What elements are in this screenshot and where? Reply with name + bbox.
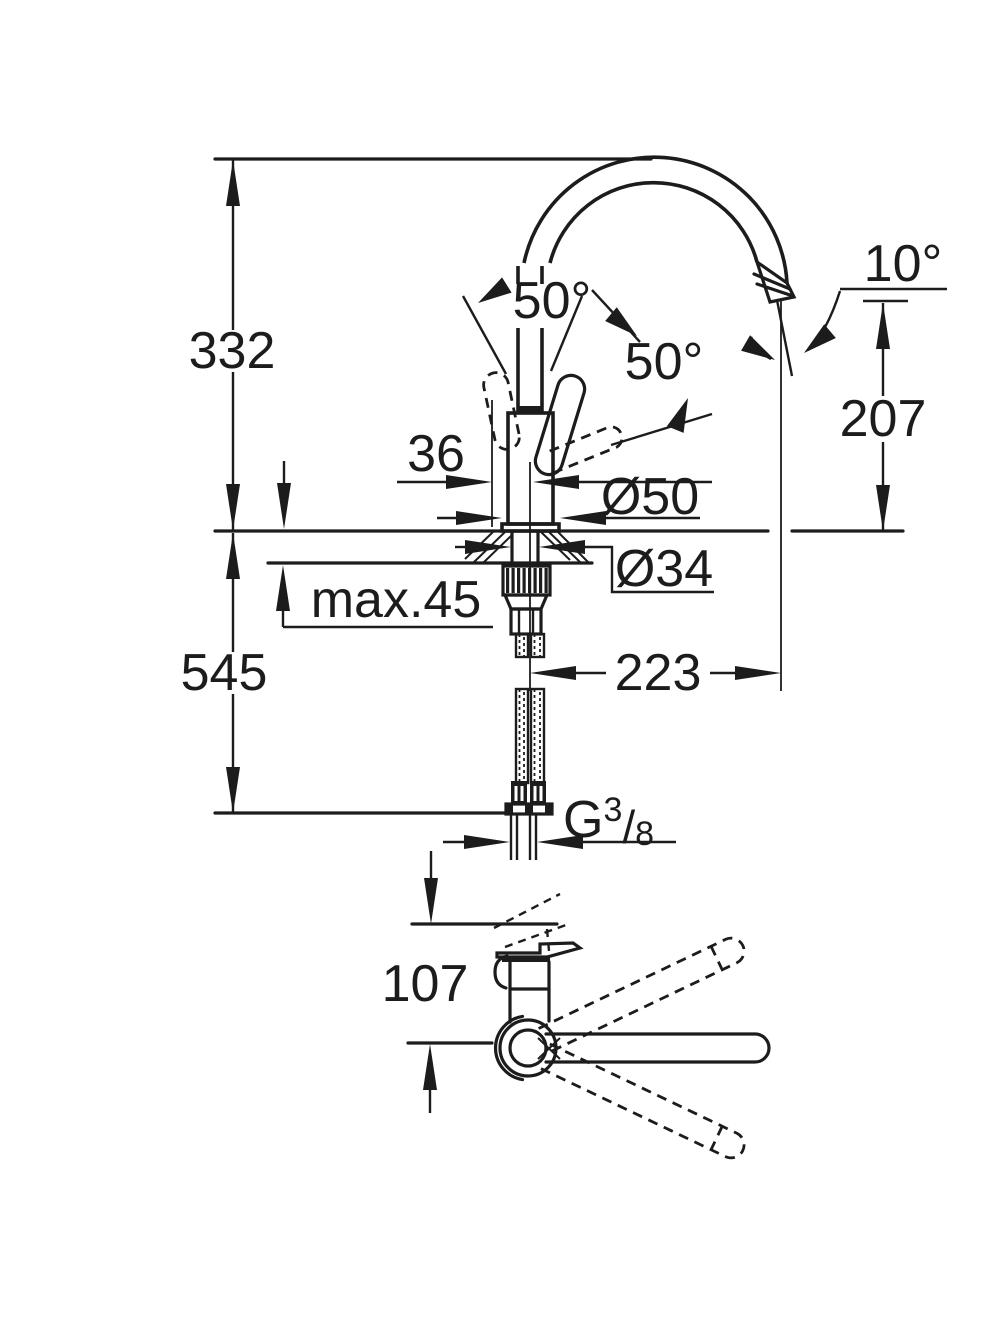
dim-d34-label: Ø34 — [615, 540, 713, 598]
dim-545-label: 545 — [181, 644, 268, 702]
handle-lever-dashed-right — [544, 425, 624, 475]
dimension-107: 107 — [382, 955, 494, 1113]
dim-50deg-right-label: 50° — [625, 333, 704, 391]
dim-36-label: 36 — [407, 425, 465, 483]
dimension-332: 332 — [189, 160, 276, 530]
dim-d50-label: Ø50 — [601, 468, 699, 526]
faucet-top-view — [410, 892, 771, 1160]
dimension-d34: Ø34 — [455, 540, 714, 598]
dimension-d50: Ø50 — [437, 468, 700, 526]
plan-lever-dashed-up — [538, 936, 746, 1054]
view-connector-arrow — [424, 851, 438, 924]
dimension-207: 207 — [840, 299, 927, 531]
hose-end-fittings — [504, 781, 554, 816]
dimension-223: 223 — [530, 644, 781, 702]
hose-lower — [514, 687, 546, 785]
riser-pipe — [516, 266, 544, 412]
handle-hinge — [518, 406, 542, 414]
thread-nipples — [509, 814, 538, 860]
faucet-side-view — [213, 155, 947, 860]
dim-223-label: 223 — [615, 644, 702, 702]
handle-lever-dashed-left — [482, 371, 521, 451]
outlet-stream-line — [775, 299, 794, 377]
supply-hoses — [504, 632, 554, 860]
dim-332-label: 332 — [189, 322, 276, 380]
dim-107-label: 107 — [382, 955, 469, 1013]
dim-max45-label: max.45 — [311, 571, 482, 629]
plan-lever-dashed-down — [538, 1042, 746, 1160]
dim-207-label: 207 — [840, 390, 927, 448]
dim-10deg-label: 10° — [864, 235, 943, 293]
thread-size-label: G3/8 — [563, 791, 654, 853]
handle-lever — [533, 373, 587, 477]
handle-angle-construction — [461, 277, 713, 447]
knurled-nut — [506, 568, 548, 593]
dim-50deg-left-label: 50° — [513, 272, 592, 330]
spout-arc — [522, 155, 797, 304]
hose-stub-upper — [514, 632, 546, 659]
dimension-545: 545 — [181, 533, 510, 815]
dimension-36: 36 — [397, 425, 712, 489]
dimension-max45: max.45 — [276, 461, 493, 629]
plan-lever-solid — [544, 1032, 771, 1064]
outlet-angle-construction — [741, 287, 947, 691]
dimension-g38: G3/8 — [443, 791, 676, 853]
